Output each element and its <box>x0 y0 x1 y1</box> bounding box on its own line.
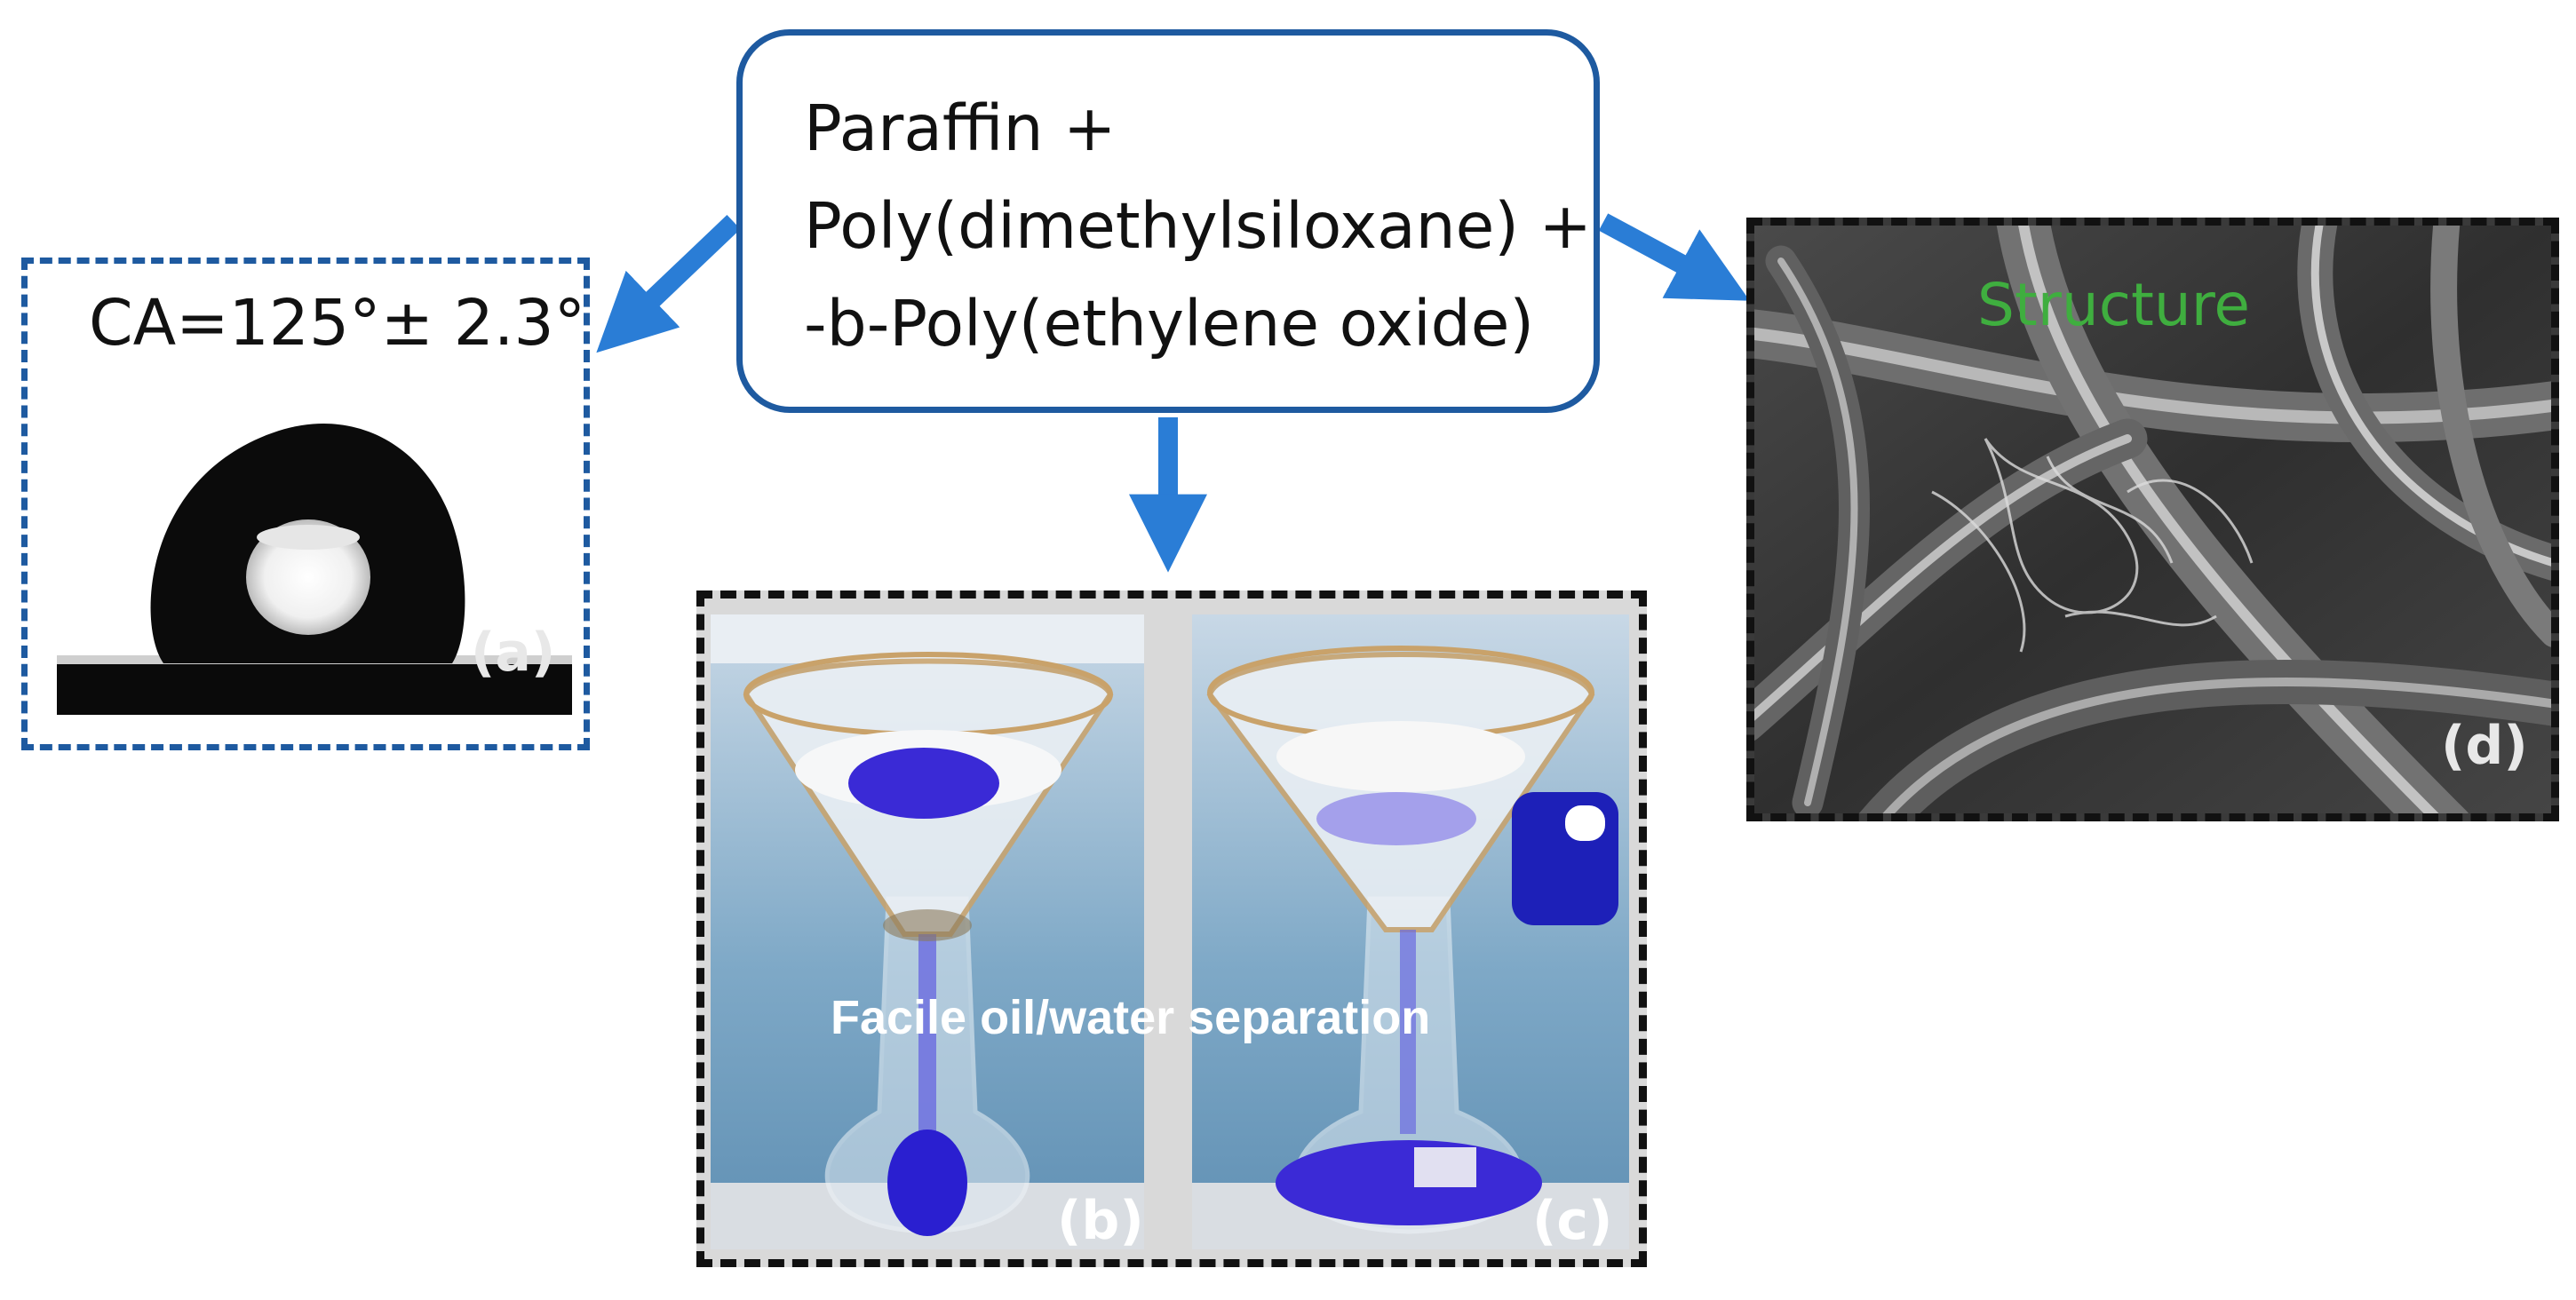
panel-d-label: (d) <box>2441 715 2528 777</box>
panel-b-label: (b) <box>1057 1190 1144 1252</box>
arrow-to-d <box>1598 213 1750 301</box>
photo-c <box>1192 614 1629 1249</box>
arrow-to-a <box>596 215 741 353</box>
panel-a-label: (a) <box>471 622 556 684</box>
structure-caption: Structure <box>1977 271 2251 339</box>
composition-line-3: -b-Poly(ethylene oxide) <box>804 287 1535 361</box>
composition-text: Paraffin + Poly(dimethylsiloxane) + -b-P… <box>804 80 1603 373</box>
panel-c-label: (c) <box>1532 1190 1613 1252</box>
sem-image <box>1754 226 2551 813</box>
composition-line-2: Poly(dimethylsiloxane) + <box>804 189 1593 263</box>
panel-d-frame <box>1746 218 2559 821</box>
droplet-image <box>57 404 572 715</box>
composition-line-1: Paraffin + <box>804 91 1117 165</box>
photo-b <box>711 614 1144 1249</box>
contact-angle-text: CA=125°± 2.3° <box>89 286 586 360</box>
composition-box <box>736 29 1600 413</box>
separation-caption: Facile oil/water separation <box>831 991 1431 1044</box>
